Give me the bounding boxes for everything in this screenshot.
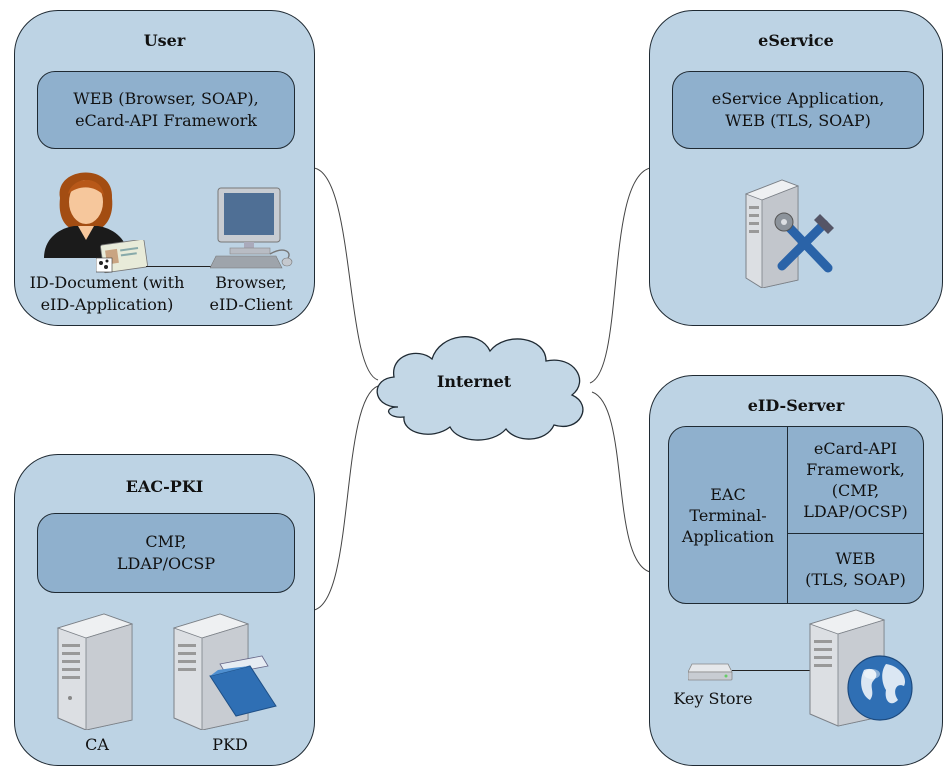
eac-terminal-line-1: EAC xyxy=(710,484,746,504)
pkd-server-folder-icon xyxy=(172,613,277,730)
user-protocols-box: WEB (Browser, SOAP), eCard-API Framework xyxy=(37,71,295,149)
user-protocol-line-2: eCard-API Framework xyxy=(75,111,257,130)
browser-label: Browser, eID-Client xyxy=(202,272,300,316)
eservice-protocols-box: eService Application, WEB (TLS, SOAP) xyxy=(672,71,924,149)
eac-pki-protocol-line-2: LDAP/OCSP xyxy=(116,554,216,573)
eservice-protocol-line-2: WEB (TLS, SOAP) xyxy=(725,111,871,130)
key-store-cable xyxy=(732,670,812,671)
eservice-protocol-line-1: eService Application, xyxy=(711,89,885,108)
eid-server-components-box: EAC Terminal- Application eCard-API Fram… xyxy=(668,426,924,604)
ca-server-icon xyxy=(56,613,134,730)
eac-terminal-line-2: Terminal- xyxy=(689,505,767,525)
pkd-label: PKD xyxy=(212,735,248,754)
browser-label-line-1: Browser, xyxy=(215,273,287,292)
component-divider-vertical xyxy=(787,427,789,603)
id-card-icon xyxy=(96,240,148,274)
user-panel-title: User xyxy=(143,31,186,50)
id-document-label-line-1: ID-Document (with xyxy=(29,273,185,292)
web-tls-soap: WEB (TLS, SOAP) xyxy=(788,534,923,603)
eservice-panel: eService eService Application, WEB (TLS,… xyxy=(649,10,943,326)
web-line-1: WEB xyxy=(835,548,876,568)
component-divider-horizontal xyxy=(787,533,923,535)
ecard-api-line-3: (CMP, xyxy=(831,481,880,500)
user-panel: User WEB (Browser, SOAP), eCard-API Fram… xyxy=(14,10,315,326)
eid-server-panel-title: eID-Server xyxy=(747,396,845,415)
ecard-api-line-1: eCard-API xyxy=(813,439,898,458)
eac-pki-panel-title: EAC-PKI xyxy=(125,477,204,496)
ca-label: CA xyxy=(85,735,109,754)
key-store-label: Key Store xyxy=(673,689,753,708)
ecard-api-line-4: LDAP/OCSP) xyxy=(803,502,908,521)
key-store-icon xyxy=(688,663,733,681)
eac-pki-protocol-line-1: CMP, xyxy=(145,532,187,551)
ecard-api-framework: eCard-API Framework, (CMP, LDAP/OCSP) xyxy=(788,427,923,533)
card-reader-cable xyxy=(146,266,220,267)
web-line-2: (TLS, SOAP) xyxy=(805,569,906,589)
server-globe-icon xyxy=(808,609,913,727)
id-document-label-line-2: eID-Application) xyxy=(40,295,174,314)
eac-terminal-application: EAC Terminal- Application xyxy=(669,427,787,603)
internet-label: Internet xyxy=(436,372,512,391)
eservice-panel-title: eService xyxy=(758,31,834,50)
server-tools-icon xyxy=(744,179,834,288)
browser-label-line-2: eID-Client xyxy=(209,295,293,314)
internet-cloud-icon xyxy=(376,336,584,441)
id-document-label: ID-Document (with eID-Application) xyxy=(14,272,200,316)
computer-icon xyxy=(210,187,293,269)
user-protocol-line-1: WEB (Browser, SOAP), xyxy=(73,89,259,108)
ecard-api-line-2: Framework, xyxy=(806,460,905,479)
eac-terminal-line-3: Application xyxy=(681,526,775,546)
eac-pki-protocols-box: CMP, LDAP/OCSP xyxy=(37,513,295,593)
